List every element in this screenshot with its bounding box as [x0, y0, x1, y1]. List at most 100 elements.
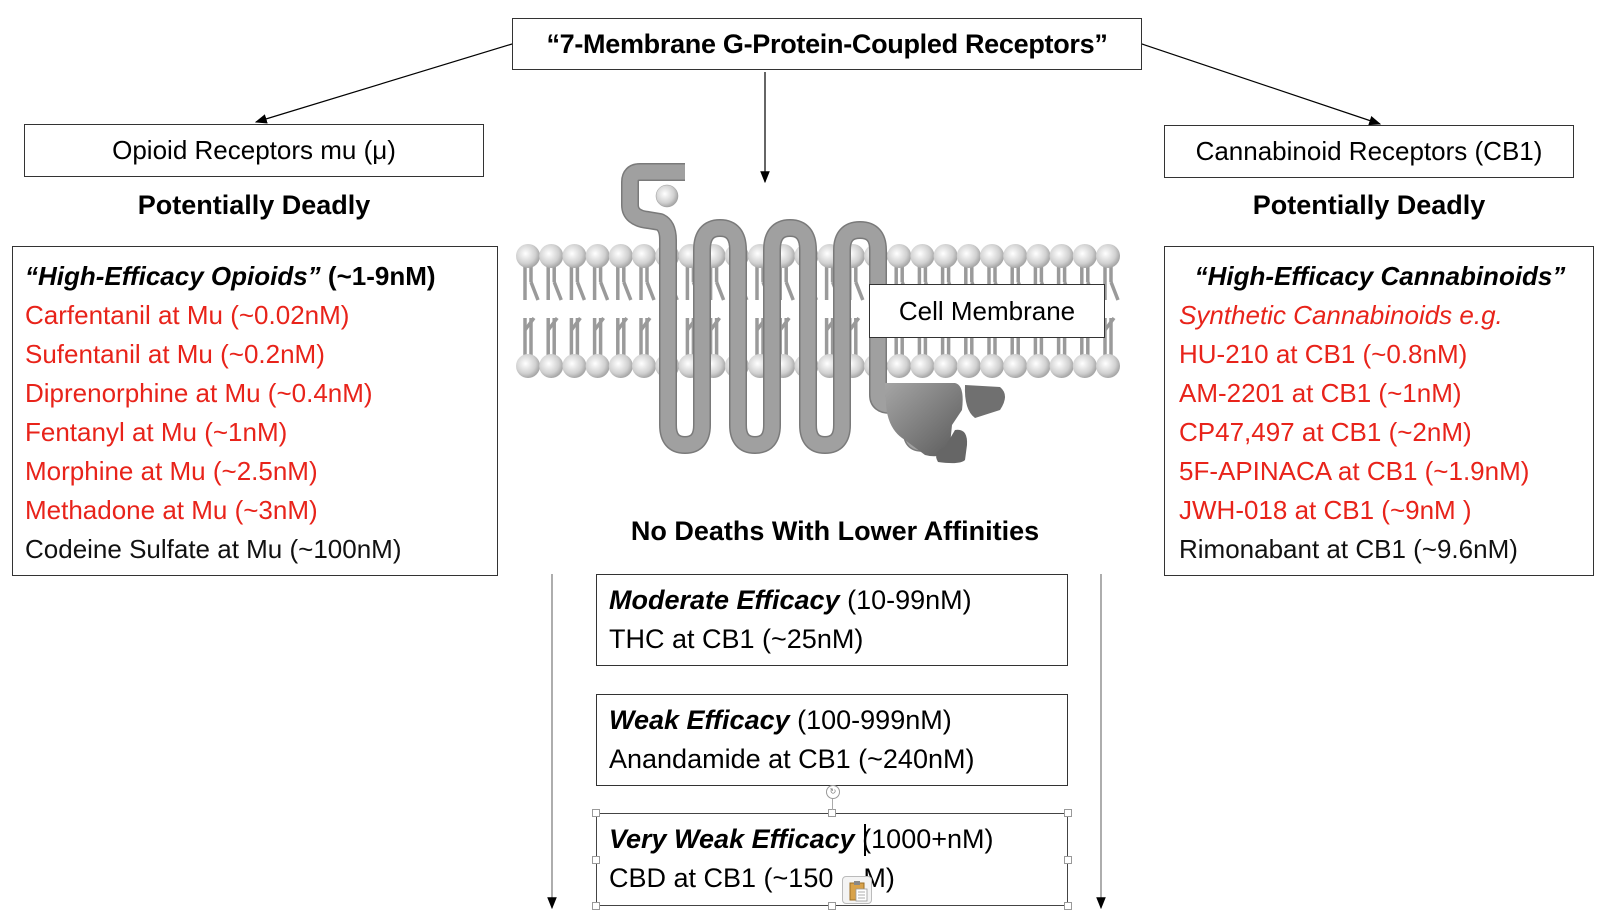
- lipid-tail: [552, 281, 563, 301]
- lipid-head: [956, 244, 981, 268]
- lipid-head: [1072, 354, 1097, 378]
- lipid-tail: [593, 316, 605, 332]
- lipid-tail: [598, 281, 610, 301]
- lipid-head: [980, 244, 1004, 268]
- drug-affinity-item: Fentanyl at Mu (~1nM): [25, 417, 288, 447]
- lipid-tail: [848, 316, 861, 332]
- drug-affinity-item: Morphine at Mu (~2.5nM): [25, 456, 318, 486]
- lipid-head: [632, 354, 656, 378]
- lipid-head: [910, 354, 935, 378]
- lipid-tail: [1103, 316, 1116, 332]
- lipid-head: [562, 244, 587, 268]
- drug-affinity-item: Carfentanil at Mu (~0.02nM): [25, 300, 350, 330]
- lipid-head: [1003, 244, 1028, 268]
- lipid-head: [1072, 244, 1097, 268]
- lipid-head: [516, 354, 540, 378]
- gpcr-title: “7-Membrane G-Protein-Coupled Receptors”: [546, 28, 1108, 59]
- gpcr-title-box: “7-Membrane G-Protein-Coupled Receptors”: [512, 18, 1142, 70]
- lipid-head: [539, 354, 564, 378]
- efficacy-example: CBD at CB1 (~150: [609, 863, 834, 893]
- resize-handle-tr[interactable]: [1064, 809, 1072, 817]
- efficacy-level: Moderate Efficacy: [609, 585, 840, 615]
- lipid-tail: [784, 281, 795, 301]
- lipid-tail: [523, 316, 536, 332]
- cell-membrane-label: Cell Membrane: [869, 284, 1105, 338]
- lipid-head: [1049, 244, 1074, 268]
- resize-handle-bm[interactable]: [828, 902, 836, 910]
- efficacy-box-weak: Weak Efficacy (100-999nM) Anandamide at …: [596, 694, 1068, 786]
- efficacy-level: Weak Efficacy: [609, 705, 790, 735]
- ligand-ball: [655, 184, 679, 208]
- drug-affinity-item: Codeine Sulfate at Mu (~100nM): [25, 534, 402, 564]
- rotate-handle-stem: [832, 796, 833, 810]
- lipid-head: [1026, 244, 1051, 268]
- gpcr-protein: [621, 163, 944, 454]
- drug-affinity-item: HU-210 at CB1 (~0.8nM): [1179, 339, 1468, 369]
- lipid-tail: [570, 316, 582, 332]
- efficacy-level: Very Weak Efficacy: [609, 824, 855, 854]
- lipid-head: [632, 244, 656, 268]
- lipid-tail: [645, 281, 656, 301]
- drug-affinity-item: Rimonabant at CB1 (~9.6nM): [1179, 534, 1518, 564]
- lipid-tail: [714, 281, 726, 301]
- drug-affinity-item: Methadone at Mu (~3nM): [25, 495, 318, 525]
- lipid-head: [887, 354, 912, 378]
- efficacy-example: Anandamide at CB1 (~240nM): [609, 744, 975, 774]
- lipid-tail: [529, 281, 540, 301]
- drug-affinity-item: Sufentanil at Mu (~0.2nM): [25, 339, 325, 369]
- cannabinoid-list-box: “High-Efficacy Cannabinoids” Synthetic C…: [1164, 246, 1594, 576]
- lipid-head: [608, 244, 633, 268]
- lipid-head: [887, 244, 912, 268]
- lipid-tail: [854, 281, 865, 301]
- drug-affinity-item: CP47,497 at CB1 (~2nM): [1179, 417, 1472, 447]
- lipid-tail: [639, 316, 652, 332]
- drug-affinity-item: JWH-018 at CB1 (~9nM ): [1179, 495, 1472, 525]
- cannabinoid-status: Potentially Deadly: [1252, 190, 1486, 220]
- cannabinoid-subheader: Synthetic Cannabinoids e.g.: [1179, 300, 1503, 330]
- opioid-status: Potentially Deadly: [137, 190, 371, 220]
- efficacy-box-moderate: Moderate Efficacy (10-99nM) THC at CB1 (…: [596, 574, 1068, 666]
- opioid-receptor-box: Opioid Receptors mu (μ): [24, 124, 484, 177]
- lipid-tail: [1109, 281, 1120, 301]
- lipid-tail: [616, 316, 629, 332]
- arrow-to-cannabinoid: [1141, 43, 1382, 126]
- drug-affinity-item: Diprenorphine at Mu (~0.4nM): [25, 378, 373, 408]
- rotate-handle-icon[interactable]: ↻: [826, 785, 840, 799]
- lipid-head: [1049, 354, 1074, 378]
- lipid-head: [933, 244, 958, 268]
- lipid-head: [562, 354, 587, 378]
- resize-handle-br[interactable]: [1064, 902, 1072, 910]
- drug-affinity-item: 5F-APINACA at CB1 (~1.9nM): [1179, 456, 1530, 486]
- resize-handle-tl[interactable]: [592, 809, 600, 817]
- efficacy-example: THC at CB1 (~25nM): [609, 624, 864, 654]
- efficacy-range: (10-99nM): [839, 585, 972, 615]
- lipid-head: [539, 244, 564, 268]
- efficacy-box-very-weak[interactable]: Very Weak Efficacy (1000+nM) CBD at CB1 …: [596, 813, 1068, 906]
- efficacy-range: (100-999nM): [789, 705, 952, 735]
- lipid-tail: [709, 316, 721, 332]
- lipid-head: [1096, 354, 1120, 378]
- resize-handle-ml[interactable]: [592, 856, 600, 864]
- lower-affinities-heading: No Deaths With Lower Affinities: [630, 516, 1040, 546]
- lipid-tail: [546, 316, 559, 332]
- resize-handle-bl[interactable]: [592, 902, 600, 910]
- g-protein-subunits: [885, 383, 1005, 464]
- arrow-to-opioid: [254, 43, 513, 124]
- lipid-head: [1003, 354, 1028, 378]
- cannabinoid-receptor-label: Cannabinoid Receptors (CB1): [1195, 136, 1543, 166]
- resize-handle-tm[interactable]: [828, 809, 836, 817]
- lipid-head: [910, 244, 935, 268]
- resize-handle-mr[interactable]: [1064, 856, 1072, 864]
- lipid-head: [1026, 354, 1051, 378]
- lipid-head: [608, 354, 633, 378]
- paste-options-icon[interactable]: [842, 876, 872, 904]
- lipid-head: [956, 354, 981, 378]
- opioid-list-box: “High-Efficacy Opioids” (~1-9nM) Carfent…: [12, 246, 498, 576]
- lipid-tail: [575, 281, 587, 301]
- cannabinoid-receptor-box: Cannabinoid Receptors (CB1): [1164, 125, 1574, 178]
- lipid-head: [980, 354, 1004, 378]
- drug-affinity-item: AM-2201 at CB1 (~1nM): [1179, 378, 1462, 408]
- cannabinoid-list-header: “High-Efficacy Cannabinoids”: [1194, 261, 1566, 291]
- efficacy-range: (1000+nM): [854, 824, 994, 854]
